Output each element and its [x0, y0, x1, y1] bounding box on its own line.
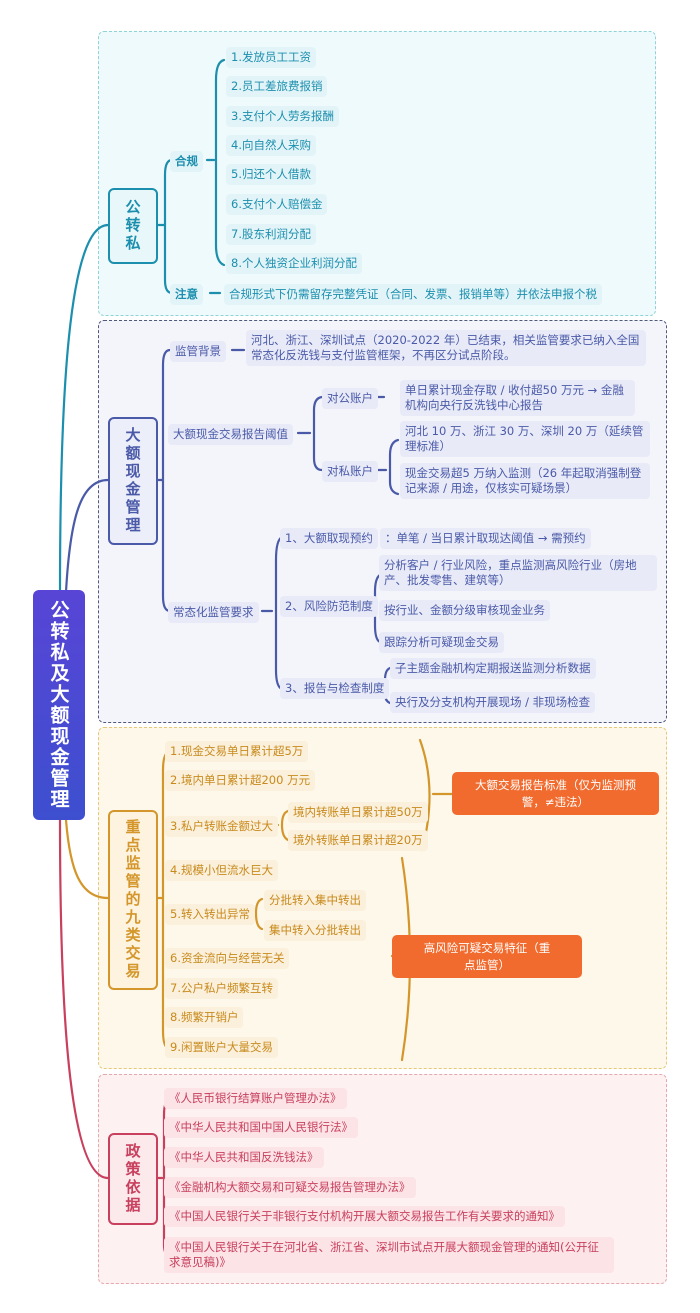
- sub-item: 集中转入分批转出: [264, 920, 366, 941]
- background-text: 河北、浙江、深圳试点（2020-2022 年）已结束，相关监管要求已纳入全国常态…: [246, 330, 646, 366]
- report-standard-box: 大额交易报告标准（仅为监测预警，≠违法）: [452, 772, 659, 815]
- rule-2-text: 分析客户 / 行业风险，重点监测高风险行业（房地产、批发零售、建筑等）: [379, 555, 657, 591]
- list-item: 8.个人独资企业利润分配: [226, 253, 362, 274]
- normal-supervision-label: 常态化监管要求: [168, 602, 259, 623]
- compliance-label: 合规: [170, 151, 203, 172]
- list-item: 3.私户转账金额过大: [165, 816, 278, 837]
- private-account-text: 河北 10 万、浙江 30 万、深圳 20 万（延续管理标准）: [400, 421, 650, 457]
- list-item: 9.闲置账户大量交易: [165, 1037, 278, 1058]
- list-item: 2.境内单日累计超200 万元: [165, 770, 316, 791]
- private-account-label: 对私账户: [322, 461, 378, 482]
- rule-3-label: 3、报告与检查制度: [280, 678, 390, 699]
- list-item: 4.规模小但流水巨大: [165, 860, 278, 881]
- corp-account-label: 对公账户: [322, 388, 378, 409]
- private-account-text: 现金交易超5 万纳入监测（26 年起取消强制登记来源 / 用途，仅核实可疑场景）: [400, 463, 650, 499]
- rule-2-text: 跟踪分析可疑现金交易: [379, 632, 504, 653]
- node-cash-management: 大额现金管理: [108, 417, 158, 545]
- policy-item: 《中华人民共和国中国人民银行法》: [164, 1117, 358, 1138]
- corp-account-text: 单日累计现金存取 / 收付超50 万元 → 金融机构向央行反洗钱中心报告: [400, 380, 635, 416]
- policy-item: 《中华人民共和国反洗钱法》: [164, 1147, 324, 1168]
- sub-item: 境外转账单日累计超20万: [288, 830, 428, 851]
- rule-3-text: 子主题金融机构定期报送监测分析数据: [390, 658, 596, 679]
- rule-1-label: 1、大额取现预约: [280, 528, 378, 549]
- rule-3-text: 央行及分支机构开展现场 / 非现场检查: [390, 692, 596, 713]
- list-item: 6.资金流向与经营无关: [165, 948, 290, 969]
- node-policy-basis: 政策依据: [108, 1133, 158, 1225]
- policy-item: 《人民币银行结算账户管理办法》: [164, 1088, 347, 1109]
- list-item: 5.归还个人借款: [226, 164, 316, 185]
- list-item: 8.频繁开销户: [165, 1007, 244, 1028]
- list-item: 1.现金交易单日累计超5万: [165, 741, 309, 762]
- sub-item: 分批转入集中转出: [264, 890, 366, 911]
- list-item: 1.发放员工工资: [226, 47, 316, 68]
- root-node: 公转私及大额现金管理: [33, 590, 85, 820]
- high-risk-box: 高风险可疑交易特征（重点监管）: [392, 935, 582, 978]
- threshold-label: 大额现金交易报告阈值: [168, 424, 293, 445]
- list-item: 4.向自然人采购: [226, 135, 316, 156]
- node-nine-transactions: 重点监管的九类交易: [108, 810, 158, 990]
- node-public-to-private: 公转私: [108, 188, 158, 264]
- section-public-to-private: [98, 31, 656, 316]
- policy-item: 《金融机构大额交易和可疑交易报告管理办法》: [164, 1177, 416, 1198]
- list-item: 3.支付个人劳务报酬: [226, 106, 339, 127]
- rule-1-text: ：单笔 / 当日累计取现达阈值 → 需预约: [380, 528, 591, 549]
- list-item: 5.转入转出异常: [165, 904, 255, 925]
- list-item: 7.股东利润分配: [226, 224, 316, 245]
- note-text: 合规形式下仍需留存完整凭证（合同、发票、报销单等）并依法申报个税: [224, 284, 602, 305]
- list-item: 7.公户私户频繁互转: [165, 978, 278, 999]
- list-item: 2.员工差旅费报销: [226, 76, 328, 97]
- rule-2-label: 2、风险防范制度: [280, 596, 378, 617]
- policy-item: 《中国人民银行关于在河北省、浙江省、深圳市试点开展大额现金管理的通知(公开征求意…: [164, 1237, 614, 1273]
- sub-item: 境内转账单日累计超50万: [288, 802, 428, 823]
- note-label: 注意: [170, 284, 203, 305]
- background-label: 监管背景: [170, 341, 226, 362]
- policy-item: 《中国人民银行关于非银行支付机构开展大额交易报告工作有关要求的通知》: [164, 1206, 565, 1227]
- rule-2-text: 按行业、金额分级审核现金业务: [379, 600, 550, 621]
- list-item: 6.支付个人赔偿金: [226, 194, 328, 215]
